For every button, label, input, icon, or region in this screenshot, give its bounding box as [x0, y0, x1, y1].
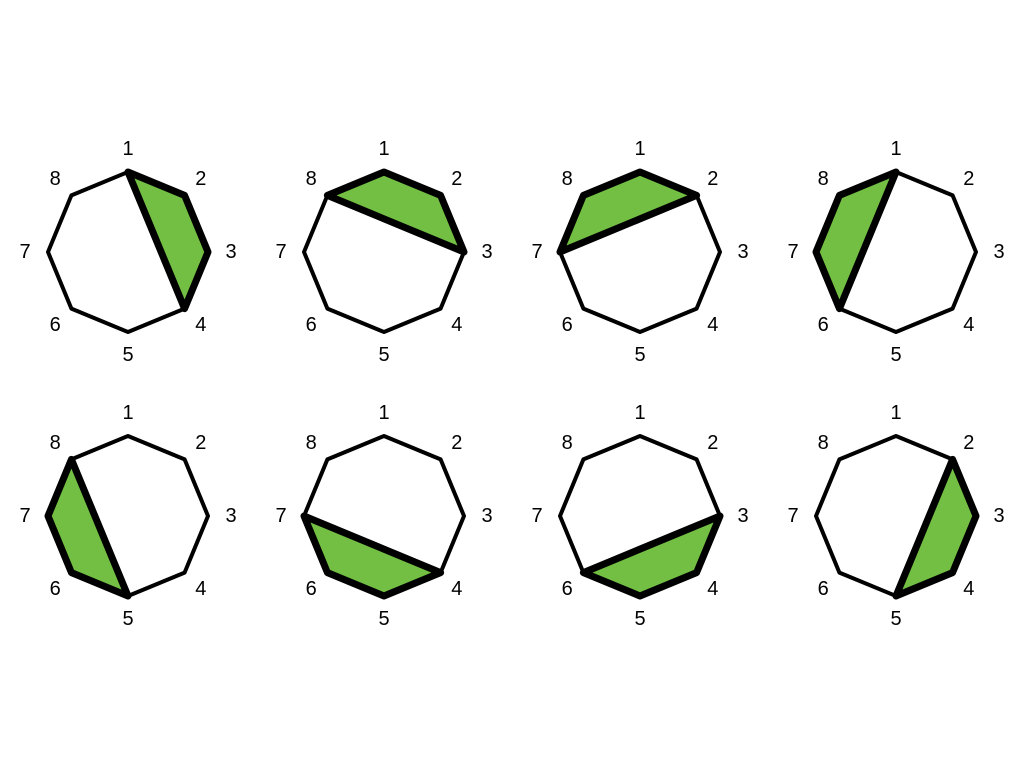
shaded-region [556, 168, 701, 256]
vertex-label-1: 1 [122, 402, 133, 424]
vertex-label-6: 6 [818, 314, 829, 336]
vertex-label-3: 3 [225, 505, 236, 527]
chord-line [126, 170, 187, 311]
vertex-label-6: 6 [50, 578, 61, 600]
vertex-label-6: 6 [50, 314, 61, 336]
chord-line [581, 514, 722, 575]
chord-line [558, 193, 699, 254]
vertex-label-1: 1 [634, 138, 645, 160]
chord-line [837, 170, 898, 311]
vertex-label-5: 5 [634, 344, 645, 366]
vertex-label-2: 2 [451, 168, 462, 190]
vertex-label-6: 6 [562, 314, 573, 336]
vertex-label-4: 4 [963, 314, 974, 336]
vertex-label-5: 5 [634, 608, 645, 630]
vertex-label-3: 3 [481, 241, 492, 263]
vertex-label-4: 4 [707, 314, 718, 336]
vertex-label-1: 1 [634, 402, 645, 424]
shaded-region [892, 455, 980, 600]
shaded-region [812, 168, 900, 313]
vertex-label-7: 7 [19, 505, 30, 527]
octagon-panel-6: 1 2 3 4 5 6 7 8 [275, 402, 492, 630]
vertex-label-5: 5 [890, 344, 901, 366]
shaded-region [323, 168, 468, 256]
vertex-label-6: 6 [306, 314, 317, 336]
vertex-label-2: 2 [195, 168, 206, 190]
vertex-label-5: 5 [890, 608, 901, 630]
vertex-label-8: 8 [818, 168, 829, 190]
vertex-label-6: 6 [818, 578, 829, 600]
vertex-label-7: 7 [787, 505, 798, 527]
vertex-label-3: 3 [993, 241, 1004, 263]
shaded-region [579, 512, 724, 600]
octagon-panel-2: 1 2 3 4 5 6 7 8 [275, 138, 492, 366]
vertex-label-1: 1 [122, 138, 133, 160]
vertex-label-5: 5 [122, 608, 133, 630]
vertex-label-4: 4 [195, 578, 206, 600]
vertex-label-5: 5 [378, 344, 389, 366]
octagon-panel-7: 1 2 3 4 5 6 7 8 [531, 402, 748, 630]
vertex-label-5: 5 [378, 608, 389, 630]
vertex-label-2: 2 [451, 432, 462, 454]
vertex-label-3: 3 [737, 505, 748, 527]
vertex-label-7: 7 [19, 241, 30, 263]
shaded-region [124, 168, 212, 313]
vertex-label-7: 7 [787, 241, 798, 263]
vertex-label-3: 3 [481, 505, 492, 527]
vertex-label-1: 1 [890, 402, 901, 424]
vertex-label-8: 8 [562, 432, 573, 454]
chord-line [302, 514, 443, 575]
octagon-panel-8: 1 2 3 4 5 6 7 8 [787, 402, 1004, 630]
vertex-label-8: 8 [306, 168, 317, 190]
vertex-label-2: 2 [707, 432, 718, 454]
vertex-label-2: 2 [195, 432, 206, 454]
vertex-label-8: 8 [562, 168, 573, 190]
vertex-label-7: 7 [275, 241, 286, 263]
vertex-label-8: 8 [50, 168, 61, 190]
vertex-label-3: 3 [737, 241, 748, 263]
chord-line [69, 457, 130, 598]
vertex-label-1: 1 [378, 402, 389, 424]
vertex-label-8: 8 [50, 432, 61, 454]
vertex-label-6: 6 [306, 578, 317, 600]
octagon-panel-3: 1 2 3 4 5 6 7 8 [531, 138, 748, 366]
vertex-label-2: 2 [963, 168, 974, 190]
vertex-label-4: 4 [451, 578, 462, 600]
vertex-label-4: 4 [963, 578, 974, 600]
octagon-panel-5: 1 2 3 4 5 6 7 8 [19, 402, 236, 630]
vertex-label-4: 4 [707, 578, 718, 600]
vertex-label-1: 1 [378, 138, 389, 160]
vertex-label-8: 8 [818, 432, 829, 454]
octagon-panel-4: 1 2 3 4 5 6 7 8 [787, 138, 1004, 366]
vertex-label-1: 1 [890, 138, 901, 160]
vertex-label-7: 7 [531, 505, 542, 527]
vertex-label-2: 2 [707, 168, 718, 190]
vertex-label-7: 7 [275, 505, 286, 527]
chord-line [325, 193, 466, 254]
vertex-label-3: 3 [225, 241, 236, 263]
shaded-region [44, 455, 132, 600]
vertex-label-4: 4 [451, 314, 462, 336]
vertex-label-8: 8 [306, 432, 317, 454]
chord-line [894, 457, 955, 598]
shaded-region [300, 512, 445, 600]
vertex-label-2: 2 [963, 432, 974, 454]
vertex-label-3: 3 [993, 505, 1004, 527]
vertex-label-7: 7 [531, 241, 542, 263]
vertex-label-6: 6 [562, 578, 573, 600]
vertex-label-5: 5 [122, 344, 133, 366]
vertex-label-4: 4 [195, 314, 206, 336]
octagon-panel-1: 1 2 3 4 5 6 7 8 [19, 138, 236, 366]
